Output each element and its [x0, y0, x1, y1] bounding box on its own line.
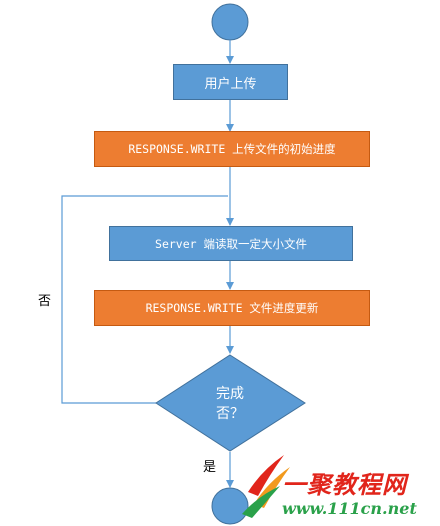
watermark-url: www.111cn.net	[282, 499, 417, 518]
start-node	[211, 3, 249, 41]
decision-label: 完成 否？	[190, 384, 270, 424]
edge-label-yes: 是	[203, 460, 217, 475]
end-node	[211, 487, 249, 525]
process-write-progress-update-label: RESPONSE.WRITE 文件进度更新	[145, 301, 319, 315]
watermark-logo-graphic	[242, 455, 290, 518]
edge-loop-no	[61, 195, 228, 404]
process-write-initial-progress-label: RESPONSE.WRITE 上传文件的初始进度	[128, 142, 336, 156]
decision-label-line2: 否？	[216, 406, 244, 422]
decision-diamond	[155, 354, 306, 452]
process-server-read-label: Server 端读取一定大小文件	[155, 236, 307, 251]
process-write-progress-update: RESPONSE.WRITE 文件进度更新	[94, 290, 370, 326]
process-user-upload: 用户上传	[173, 64, 288, 100]
edge-label-no: 否	[38, 294, 52, 309]
process-write-initial-progress: RESPONSE.WRITE 上传文件的初始进度	[94, 131, 370, 167]
decision-label-line1: 完成	[216, 386, 244, 402]
process-user-upload-label: 用户上传	[204, 76, 257, 92]
process-server-read: Server 端读取一定大小文件	[109, 226, 353, 261]
watermark-name: 一聚教程网	[282, 470, 407, 499]
